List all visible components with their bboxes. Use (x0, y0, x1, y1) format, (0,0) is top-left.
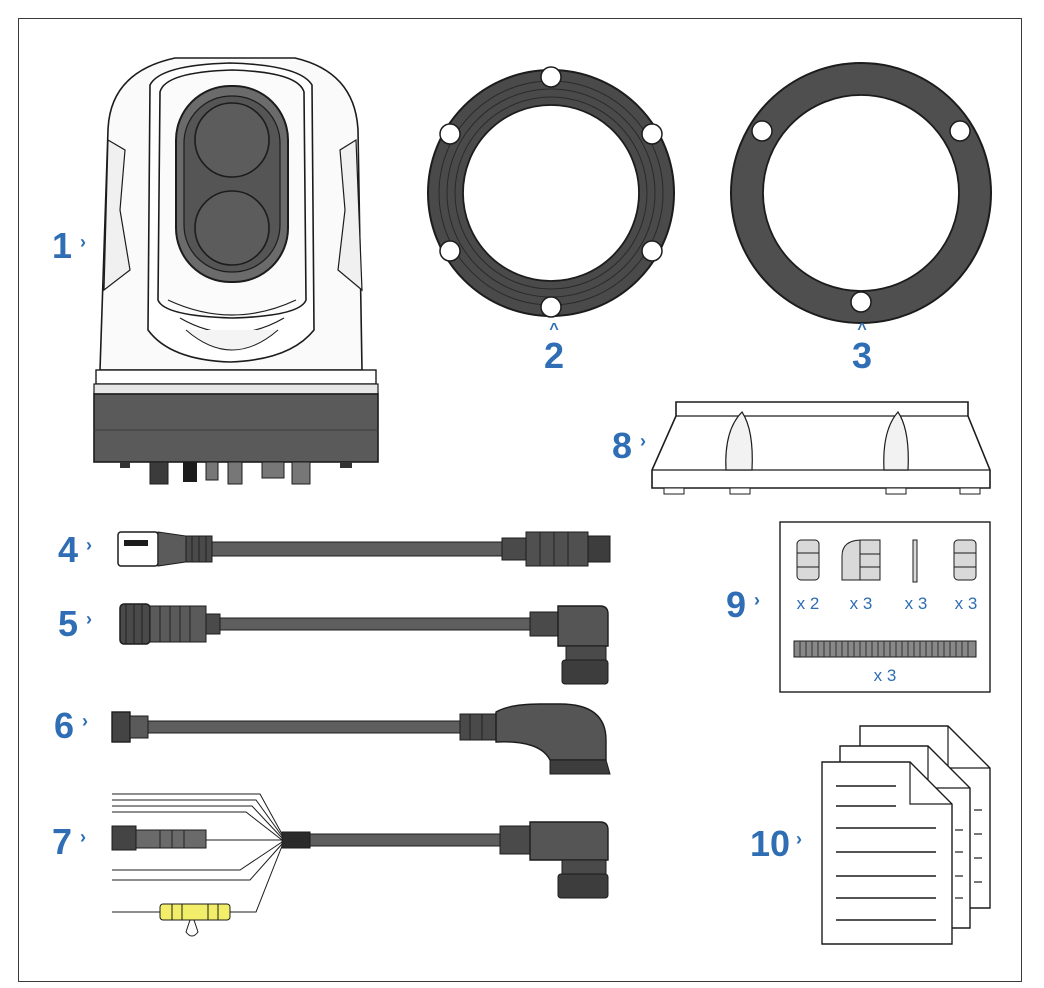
pointer-arrow-5: › (86, 609, 92, 629)
nut-icon (796, 539, 820, 581)
lock-nut-icon (953, 539, 977, 581)
qty-dome-nut: x 3 (850, 594, 873, 613)
pointer-arrow-10: › (796, 829, 802, 849)
qty-washer: x 3 (905, 594, 928, 613)
pointer-arrow-8: › (640, 431, 646, 451)
documentation-stack (821, 725, 991, 945)
qty-nut: x 2 (797, 594, 820, 613)
item-number-8: 8 (612, 425, 632, 466)
pointer-arrow-2: ^ (549, 321, 558, 338)
washer-icon (912, 539, 918, 583)
qty-threaded-rod: x 3 (874, 666, 897, 685)
item-number-10: 10 (750, 823, 790, 864)
item-number-2: 2 (544, 335, 564, 376)
cable-connector-to-right-angle (119, 603, 609, 685)
threaded-rod-icon (793, 640, 977, 658)
gasket-ridged (427, 66, 675, 318)
dome-nut-icon (841, 539, 881, 581)
item-number-9: 9 (726, 584, 746, 625)
power-data-cable (111, 793, 609, 937)
gasket-flat (730, 62, 992, 324)
camera-unit (93, 57, 379, 485)
pointer-arrow-1: › (80, 232, 86, 252)
item-number-5: 5 (58, 603, 78, 644)
item-number-7: 7 (52, 821, 72, 862)
pointer-arrow-3: ^ (857, 321, 866, 338)
cable-bnc-to-elbow (111, 703, 611, 775)
item-number-3: 3 (852, 335, 872, 376)
pointer-arrow-9: › (754, 590, 760, 610)
pointer-arrow-7: › (80, 827, 86, 847)
hardware-kit-panel: x 2 x 3 x 3 x 3 x 3 (779, 521, 991, 693)
item-number-4: 4 (58, 529, 78, 570)
item-number-6: 6 (54, 705, 74, 746)
pointer-arrow-6: › (82, 711, 88, 731)
pointer-arrow-4: › (86, 535, 92, 555)
cable-rj45-to-bnc (117, 531, 611, 567)
item-number-1: 1 (52, 225, 72, 266)
mounting-base (651, 401, 991, 495)
qty-lock-nut: x 3 (955, 594, 978, 613)
